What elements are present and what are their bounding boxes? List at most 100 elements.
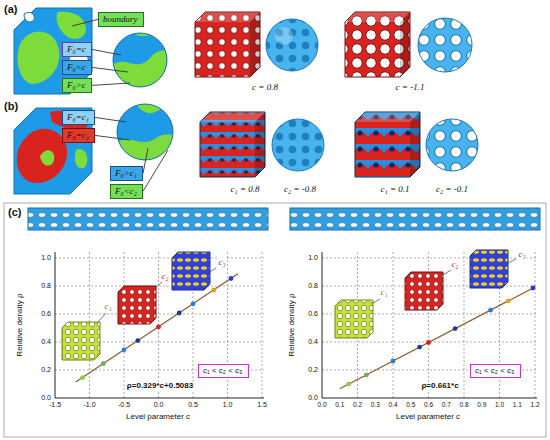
lattice-inset	[118, 286, 156, 324]
cell-void	[24, 12, 34, 22]
box-text: F₀=c₁	[67, 112, 90, 123]
level-value: c₂ = -0.1	[436, 184, 468, 194]
region-tag: F₀<c	[62, 60, 92, 75]
tick-label: -1.0	[83, 401, 95, 409]
region-surface	[128, 28, 160, 36]
tick-label: 1.1	[513, 401, 522, 408]
region-tag: F₀=c₁	[62, 110, 95, 125]
tick-label: 0.8	[308, 282, 318, 290]
data-point	[101, 361, 106, 366]
lattice-inset	[172, 252, 210, 290]
fit-equation: ρ=0.661*c	[420, 381, 459, 390]
level-value: c₁ = 0.1	[381, 184, 410, 194]
data-point	[80, 375, 85, 380]
axis-title: Level parameter c	[126, 412, 190, 421]
level-tag: c₁	[379, 287, 388, 297]
grid-line	[55, 252, 264, 398]
tick-label: 0.4	[388, 401, 397, 408]
leader-line	[143, 150, 168, 191]
lattice-inset	[470, 250, 508, 288]
sphere-highlight	[275, 27, 293, 45]
box-text: boundary	[103, 14, 139, 25]
level-tag: c₂	[450, 259, 459, 269]
data-point	[135, 338, 140, 343]
level-tag: c₃	[217, 257, 226, 267]
tick-label: 0.5	[406, 401, 415, 408]
sheet-lattice	[355, 112, 420, 177]
tick-label: 0.4	[308, 338, 318, 346]
region-surface	[135, 100, 165, 113]
box-text: F₀<c₂	[115, 186, 138, 197]
lattice-inset	[62, 322, 100, 360]
level-tag: c₁	[103, 301, 112, 311]
lattice-shade	[250, 12, 260, 77]
data-point	[156, 325, 161, 330]
data-point	[346, 382, 351, 387]
data-point	[122, 347, 127, 352]
region-tag: F₀<c₂	[110, 184, 143, 199]
tick-label: 1.0	[223, 401, 233, 409]
sphere-lattice	[266, 19, 318, 71]
leader-line	[92, 67, 128, 72]
level-value: c₂ = -0.8	[284, 184, 316, 194]
tick-label: 0.6	[41, 310, 51, 318]
data-point	[211, 288, 216, 293]
tick-label: 0.3	[371, 401, 380, 408]
region-tag: F₀>c₁	[110, 166, 143, 181]
level-tag: c₃	[517, 249, 526, 259]
box-text: F₀=c	[67, 44, 87, 55]
tick-label: 0.1	[335, 401, 344, 408]
sphere-outline	[113, 33, 167, 87]
lattice-inset	[335, 300, 373, 338]
graded-strip	[290, 208, 540, 230]
tick-label: 0.4	[41, 338, 51, 346]
region-surface	[18, 31, 60, 84]
data-point	[488, 308, 493, 313]
region-surface	[40, 150, 54, 165]
level-value: c₁ = 0.8	[231, 184, 260, 194]
box-text: F₀>c	[67, 80, 87, 91]
panel-letter: (c)	[8, 206, 21, 219]
tick-label: 0.8	[459, 401, 468, 408]
tpms-cell	[14, 108, 92, 194]
tick-label: 0.5	[188, 401, 198, 409]
tick-label: 1.0	[495, 401, 504, 408]
leader-line	[373, 259, 516, 303]
tick-label: 0.2	[308, 366, 318, 374]
tpms-cell	[14, 8, 92, 94]
data-point	[229, 276, 234, 281]
region-surface	[75, 149, 87, 168]
sphere-outline	[117, 104, 173, 160]
solid-lattice	[195, 12, 260, 77]
region-tag: F₀=c	[62, 42, 92, 57]
data-point	[531, 286, 536, 291]
tick-label: 0.2	[41, 366, 51, 374]
axis-title: Relative density ρ	[15, 293, 24, 356]
box-text: F₀=c₂	[67, 130, 90, 141]
tick-label: 0.0	[41, 394, 51, 402]
boundary-tag: boundary	[98, 12, 144, 27]
leader-line	[92, 49, 121, 55]
order-box: c₁ < c₂ < c₃	[470, 364, 521, 378]
data-point	[426, 340, 431, 345]
tick-label: 0.6	[308, 310, 318, 318]
fit-equation: ρ=0.329*c+0.5083	[126, 381, 194, 390]
data-point	[191, 301, 196, 306]
box-text: c₁ < c₂ < c₃	[475, 366, 516, 376]
box-text: F₀>c₁	[115, 168, 138, 179]
panel-letter: (a)	[4, 3, 17, 16]
data-point	[391, 359, 396, 364]
lattice-shade	[345, 12, 410, 22]
tick-label: 0.8	[41, 282, 51, 290]
box-text: F₀<c	[67, 62, 87, 73]
tick-label: 0.0	[308, 394, 318, 402]
region-tag: F₀=c₂	[62, 128, 95, 143]
tick-label: 1.0	[308, 254, 318, 262]
chart-axis	[55, 252, 264, 398]
panel-letter: (b)	[4, 100, 18, 113]
level-value: c = -1.1	[396, 82, 425, 92]
data-point	[417, 345, 422, 350]
region-surface	[56, 12, 86, 39]
level-value: c = 0.8	[252, 82, 278, 92]
